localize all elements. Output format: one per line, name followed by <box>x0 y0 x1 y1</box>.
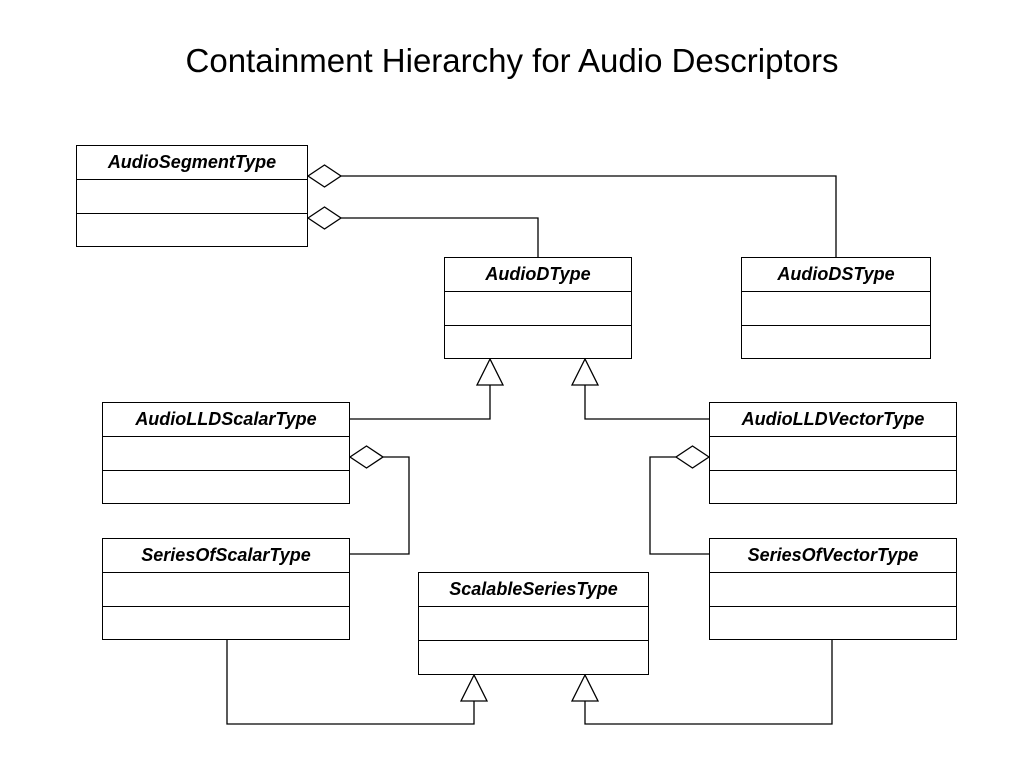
generalization-triangle-scalar-d <box>475 357 505 386</box>
operations-compartment <box>77 214 307 246</box>
class-name: AudioLLDScalarType <box>103 403 349 437</box>
class-scalable-series-type: ScalableSeriesType <box>418 572 649 675</box>
class-audio-ds-type: AudioDSType <box>741 257 931 359</box>
class-audio-d-type: AudioDType <box>444 257 632 359</box>
operations-compartment <box>103 607 349 639</box>
attributes-compartment <box>103 437 349 471</box>
aggregation-line-segment-d <box>341 217 539 257</box>
aggregation-diamond-vector-series <box>674 445 711 469</box>
operations-compartment <box>419 641 648 674</box>
generalization-line-scalar-d <box>350 385 491 420</box>
operations-compartment <box>742 326 930 358</box>
attributes-compartment <box>710 437 956 471</box>
attributes-compartment <box>103 573 349 607</box>
class-name: AudioLLDVectorType <box>710 403 956 437</box>
class-series-of-scalar-type: SeriesOfScalarType <box>102 538 350 640</box>
aggregation-diamond-segment-ds <box>306 164 343 188</box>
attributes-compartment <box>445 292 631 326</box>
attributes-compartment <box>742 292 930 326</box>
aggregation-diamond-scalar-series <box>348 445 385 469</box>
class-name: SeriesOfVectorType <box>710 539 956 573</box>
aggregation-line-segment-ds <box>341 175 837 257</box>
aggregation-line-vector-series <box>649 456 709 555</box>
class-audio-lld-scalar-type: AudioLLDScalarType <box>102 402 350 504</box>
diagram-title: Containment Hierarchy for Audio Descript… <box>185 42 839 79</box>
class-name: AudioDSType <box>742 258 930 292</box>
class-name: AudioSegmentType <box>77 146 307 180</box>
class-audio-segment-type: AudioSegmentType <box>76 145 308 247</box>
operations-compartment <box>710 607 956 639</box>
attributes-compartment <box>419 607 648 641</box>
operations-compartment <box>710 471 956 503</box>
class-name: AudioDType <box>445 258 631 292</box>
aggregation-line-scalar-series <box>350 456 410 555</box>
class-name: SeriesOfScalarType <box>103 539 349 573</box>
operations-compartment <box>103 471 349 503</box>
generalization-triangle-vector-scalable <box>570 673 600 702</box>
aggregation-diamond-segment-d <box>306 206 343 230</box>
generalization-triangle-scalar-scalable <box>459 673 489 702</box>
class-audio-lld-vector-type: AudioLLDVectorType <box>709 402 957 504</box>
attributes-compartment <box>710 573 956 607</box>
class-series-of-vector-type: SeriesOfVectorType <box>709 538 957 640</box>
generalization-line-vector-scalable <box>584 640 833 725</box>
operations-compartment <box>445 326 631 358</box>
class-name: ScalableSeriesType <box>419 573 648 607</box>
generalization-line-scalar-scalable <box>226 640 475 725</box>
generalization-line-vector-d <box>584 385 709 420</box>
attributes-compartment <box>77 180 307 214</box>
generalization-triangle-vector-d <box>570 357 600 386</box>
